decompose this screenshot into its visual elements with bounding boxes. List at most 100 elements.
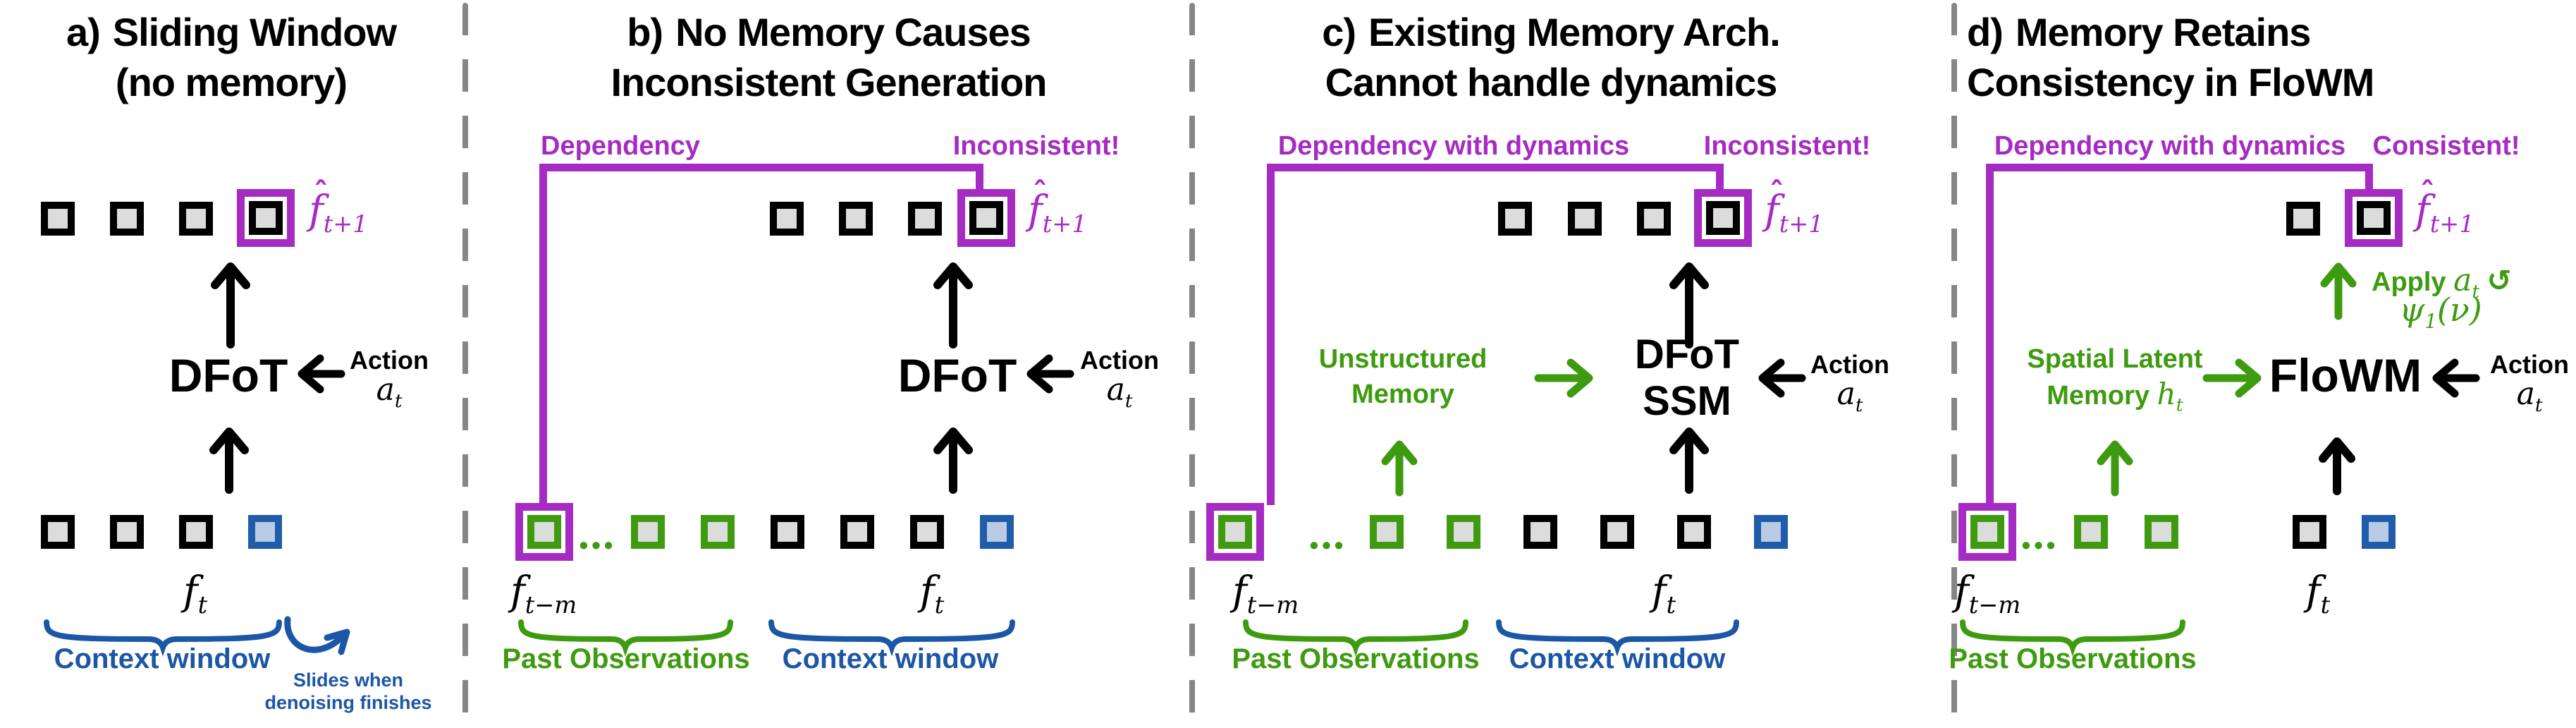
green-up-arrow-icon (2097, 440, 2133, 497)
left-arrow-icon (2432, 358, 2480, 398)
dependency-line (1986, 164, 2373, 171)
up-arrow-icon (211, 262, 250, 348)
panel-label: b) (627, 10, 663, 54)
green-up-arrow-icon (1381, 440, 1418, 497)
model-name: FloWM (2269, 349, 2422, 401)
model-name: DFoT (168, 349, 288, 401)
left-arrow-icon (1758, 358, 1806, 398)
frame-square (908, 202, 942, 236)
frame-square (179, 202, 213, 236)
slide-curved-arrow-icon (284, 616, 350, 655)
right-arrow-icon (2202, 358, 2262, 398)
dependency-line (2365, 164, 2373, 190)
context-underbrace (768, 619, 1015, 657)
noised-frame-square (248, 515, 282, 549)
panel-b-title: b)No Memory Causes Inconsistent Generati… (611, 10, 1048, 104)
inconsistent-label: Inconsistent! (952, 131, 1120, 161)
predicted-frame-highlight-box (957, 189, 1015, 247)
context-window-caption: Context window (54, 643, 271, 674)
panel-label: c) (1322, 10, 1356, 54)
past-frame-label: ft−m (1232, 569, 1299, 619)
up-arrow-icon (2319, 437, 2355, 495)
panel-divider (462, 3, 468, 725)
frame-square (2286, 202, 2320, 236)
past-frame-highlight-box (1958, 503, 2016, 561)
up-arrow-icon (1669, 262, 1709, 348)
frame-square (1568, 202, 1602, 236)
memory-frame-square (2074, 515, 2108, 549)
noised-frame-square (2362, 515, 2396, 549)
past-underbrace (1243, 619, 1468, 657)
memory-frame-square (527, 515, 561, 549)
frame-square (839, 202, 873, 236)
dependency-label: Dependency with dynamics (1277, 131, 1630, 161)
context-window-caption: Context window (1509, 643, 1726, 674)
inconsistent-label: Inconsistent! (1703, 131, 1871, 161)
panel-divider (1951, 3, 1957, 725)
ellipsis: ••• (2021, 530, 2059, 559)
dependency-label: Dependency with dynamics (1994, 131, 2346, 161)
frame-square (969, 201, 1003, 235)
frame-square (840, 515, 874, 549)
dependency-line (976, 164, 983, 190)
up-arrow-icon (1669, 427, 1709, 494)
past-observations-caption: Past Observations (502, 643, 750, 674)
frame-square (910, 515, 944, 549)
memory-frame-square (1447, 515, 1480, 549)
predicted-frame-highlight-box (1694, 189, 1752, 247)
frame-square (1498, 202, 1532, 236)
frame-square (771, 515, 804, 549)
apply-action-label: Apply at ↺ (2372, 262, 2512, 303)
frame-square (2357, 201, 2391, 235)
memory-frame-square (1970, 515, 2004, 549)
context-frame-label: ft (2305, 569, 2331, 619)
frame-square (110, 202, 144, 236)
action-input-label: Action at (350, 346, 429, 412)
loop-arrow-icon: ↺ (2486, 263, 2512, 298)
frame-square (1600, 515, 1634, 549)
memory-type-label: Spatial Latent Memory ht (2027, 344, 2203, 415)
action-input-label: Action at (1080, 346, 1159, 412)
dependency-line (539, 164, 983, 171)
memory-frame-square (1370, 515, 1404, 549)
noised-frame-square (980, 515, 1014, 549)
frame-square (2293, 515, 2326, 549)
panel-c-title: c)Existing Memory Arch. Cannot handle dy… (1322, 10, 1781, 104)
noised-frame-square (1754, 515, 1788, 549)
past-frame-label: ft−m (1954, 569, 2021, 619)
context-frame-label: ft (183, 569, 208, 619)
memory-frame-square (1218, 515, 1252, 549)
dependency-label: Dependency (541, 131, 700, 161)
frame-square (770, 202, 804, 236)
frame-square (41, 515, 75, 549)
frame-square (110, 515, 144, 549)
past-frame-highlight-box (515, 503, 573, 561)
frame-square (1637, 202, 1671, 236)
frame-square (41, 202, 75, 236)
flow-map-label: ψ1(ν) (2399, 291, 2482, 334)
model-name: DFoT SSM (1634, 332, 1740, 424)
left-arrow-icon (1026, 354, 1074, 394)
green-up-arrow-icon (2320, 262, 2357, 320)
up-arrow-icon (209, 427, 249, 494)
context-window-caption: Context window (782, 643, 999, 674)
left-arrow-icon (298, 354, 345, 394)
model-name: DFoT (897, 349, 1017, 401)
memory-frame-square (631, 515, 665, 549)
panel-divider (1189, 3, 1195, 725)
dependency-line (1716, 164, 1724, 190)
past-frame-label: ft−m (510, 569, 577, 619)
context-frame-label: ft (1651, 569, 1676, 619)
up-arrow-icon (933, 262, 973, 348)
consistent-label: Consistent! (2372, 131, 2520, 161)
frame-square (1706, 201, 1740, 235)
past-underbrace (1960, 619, 2185, 657)
right-arrow-icon (1534, 358, 1593, 398)
context-frame-label: ft (919, 569, 945, 619)
action-input-label: Action at (1810, 350, 1889, 416)
